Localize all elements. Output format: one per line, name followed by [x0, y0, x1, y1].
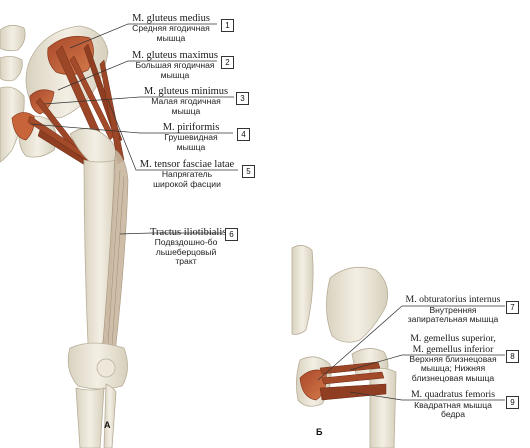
leader-line-2	[57, 60, 217, 91]
label-4-latin: M. piriformis	[162, 122, 220, 133]
label-6-latin: Tractus iliotibialis	[150, 227, 227, 238]
number-badge-5: 5	[242, 165, 255, 178]
leader-line-1	[69, 23, 217, 49]
label-3: M. gluteus minimus Малая ягодичная мышца	[140, 86, 232, 116]
label-7: M. obturatorius internus Внутренняя запи…	[403, 294, 503, 324]
label-5-russian: Напрягатель широкой фасции	[153, 169, 221, 189]
leader-line-9	[349, 391, 505, 401]
label-7-latin: M. obturatorius internus	[405, 294, 501, 305]
plate-label-b: Б	[316, 427, 323, 437]
gemellus-muscle	[321, 371, 385, 385]
label-7-russian: Внутренняя запирательная мышца	[407, 304, 499, 324]
plate-a-illustration	[0, 25, 129, 448]
vertebra-shape	[0, 56, 23, 82]
leader-line-3	[43, 96, 234, 105]
ilium-bone	[326, 266, 389, 343]
label-6: Tractus iliotibialis Подвздошно-большебе…	[150, 227, 227, 266]
plate-b-illustration	[291, 245, 397, 448]
number-badge-4: 4	[237, 128, 250, 141]
fibula-bone	[103, 383, 117, 448]
plate-a-leader-lines	[29, 23, 238, 235]
label-3-russian: Малая ягодичная мышца	[151, 96, 221, 116]
label-1-russian: Средняя ягодичная мышца	[132, 23, 210, 43]
patella	[96, 358, 116, 378]
number-badge-9: 9	[506, 396, 519, 409]
number-badge-2: 2	[221, 56, 234, 69]
label-5-latin: M. tensor fasciae latae	[139, 159, 235, 170]
label-6-russian: Подвздошно-большеберцовый тракт	[154, 237, 218, 266]
tract-fiber	[109, 175, 125, 375]
label-4: M. piriformis Грушевидная мышца	[152, 122, 230, 152]
plate-label-a: А	[104, 420, 111, 430]
tract-fiber	[105, 169, 121, 375]
number-badge-1: 1	[221, 19, 234, 32]
femur-shaft	[369, 368, 397, 448]
label-1: M. gluteus medius Средняя ягодичная мышц…	[126, 13, 216, 43]
number-badge-7: 7	[506, 301, 519, 314]
label-8-russian: Верхняя близнецовая мышца; Нижняя близне…	[409, 354, 497, 383]
leader-line-8	[349, 354, 505, 371]
leader-line-4	[29, 123, 233, 134]
label-5: M. tensor fasciae latae Напрягатель широ…	[137, 159, 237, 189]
label-8: M. gemellus superior, M. gemellus inferi…	[403, 333, 503, 383]
label-9-russian: Квадратная мышца бедра	[414, 399, 492, 419]
label-1-latin: M. gluteus medius	[132, 13, 210, 24]
sacrum-shape	[291, 245, 314, 335]
plate-b-leader-lines	[317, 305, 505, 401]
label-2-russian: Большая ягодичная мышца	[135, 60, 215, 80]
label-2: M. gluteus maximus Большая ягодичная мыш…	[126, 50, 224, 80]
leader-line-6	[119, 232, 223, 235]
label-9: M. quadratus femoris Квадратная мышца бе…	[403, 389, 503, 419]
number-badge-3: 3	[236, 92, 249, 105]
label-9-latin: M. quadratus femoris	[410, 389, 496, 400]
gluteus-medius-muscle	[47, 36, 94, 75]
leader-line-5	[107, 99, 238, 171]
quadratus-femoris-muscle	[319, 383, 387, 401]
number-badge-8: 8	[506, 350, 519, 363]
vertebra-shape	[0, 25, 26, 52]
label-8-latin: M. gemellus superior, M. gemellus inferi…	[410, 333, 496, 355]
gemellus-muscle	[319, 361, 381, 375]
label-3-latin: M. gluteus minimus	[143, 86, 229, 97]
label-2-latin: M. gluteus maximus	[131, 50, 219, 61]
label-4-russian: Грушевидная мышца	[164, 132, 218, 152]
tibia-bone	[75, 387, 105, 448]
leader-line-7	[317, 305, 505, 381]
number-badge-6: 6	[225, 228, 238, 241]
